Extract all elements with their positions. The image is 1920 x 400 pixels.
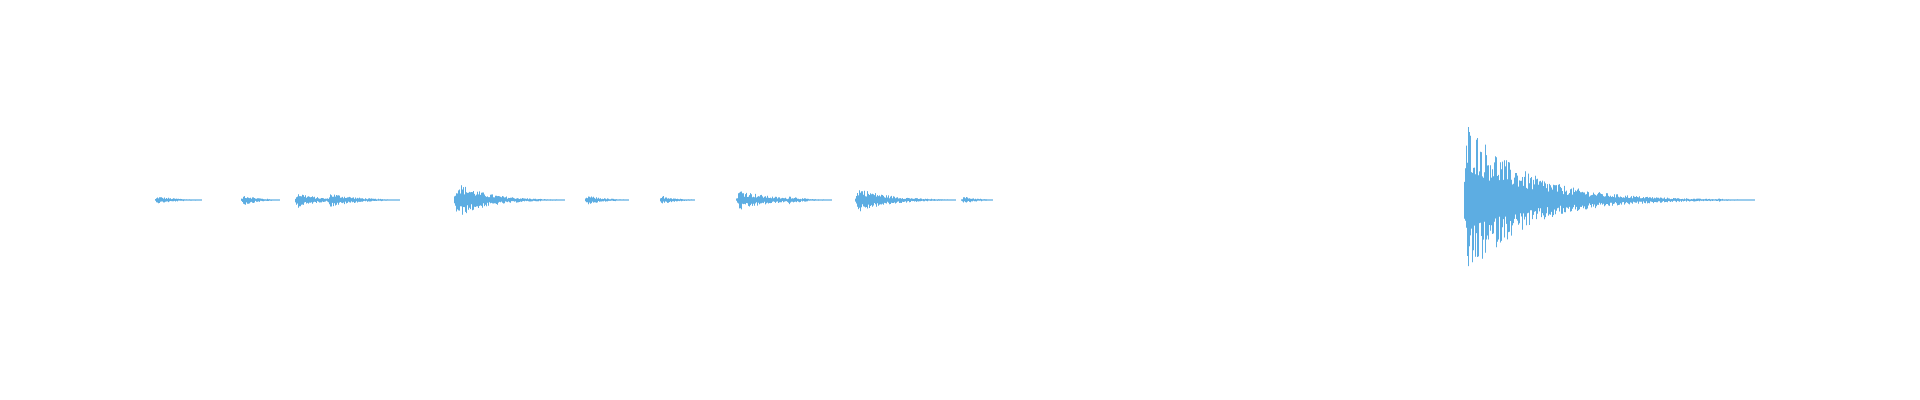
waveform-samples — [155, 127, 1755, 267]
waveform-trace — [155, 127, 1755, 267]
